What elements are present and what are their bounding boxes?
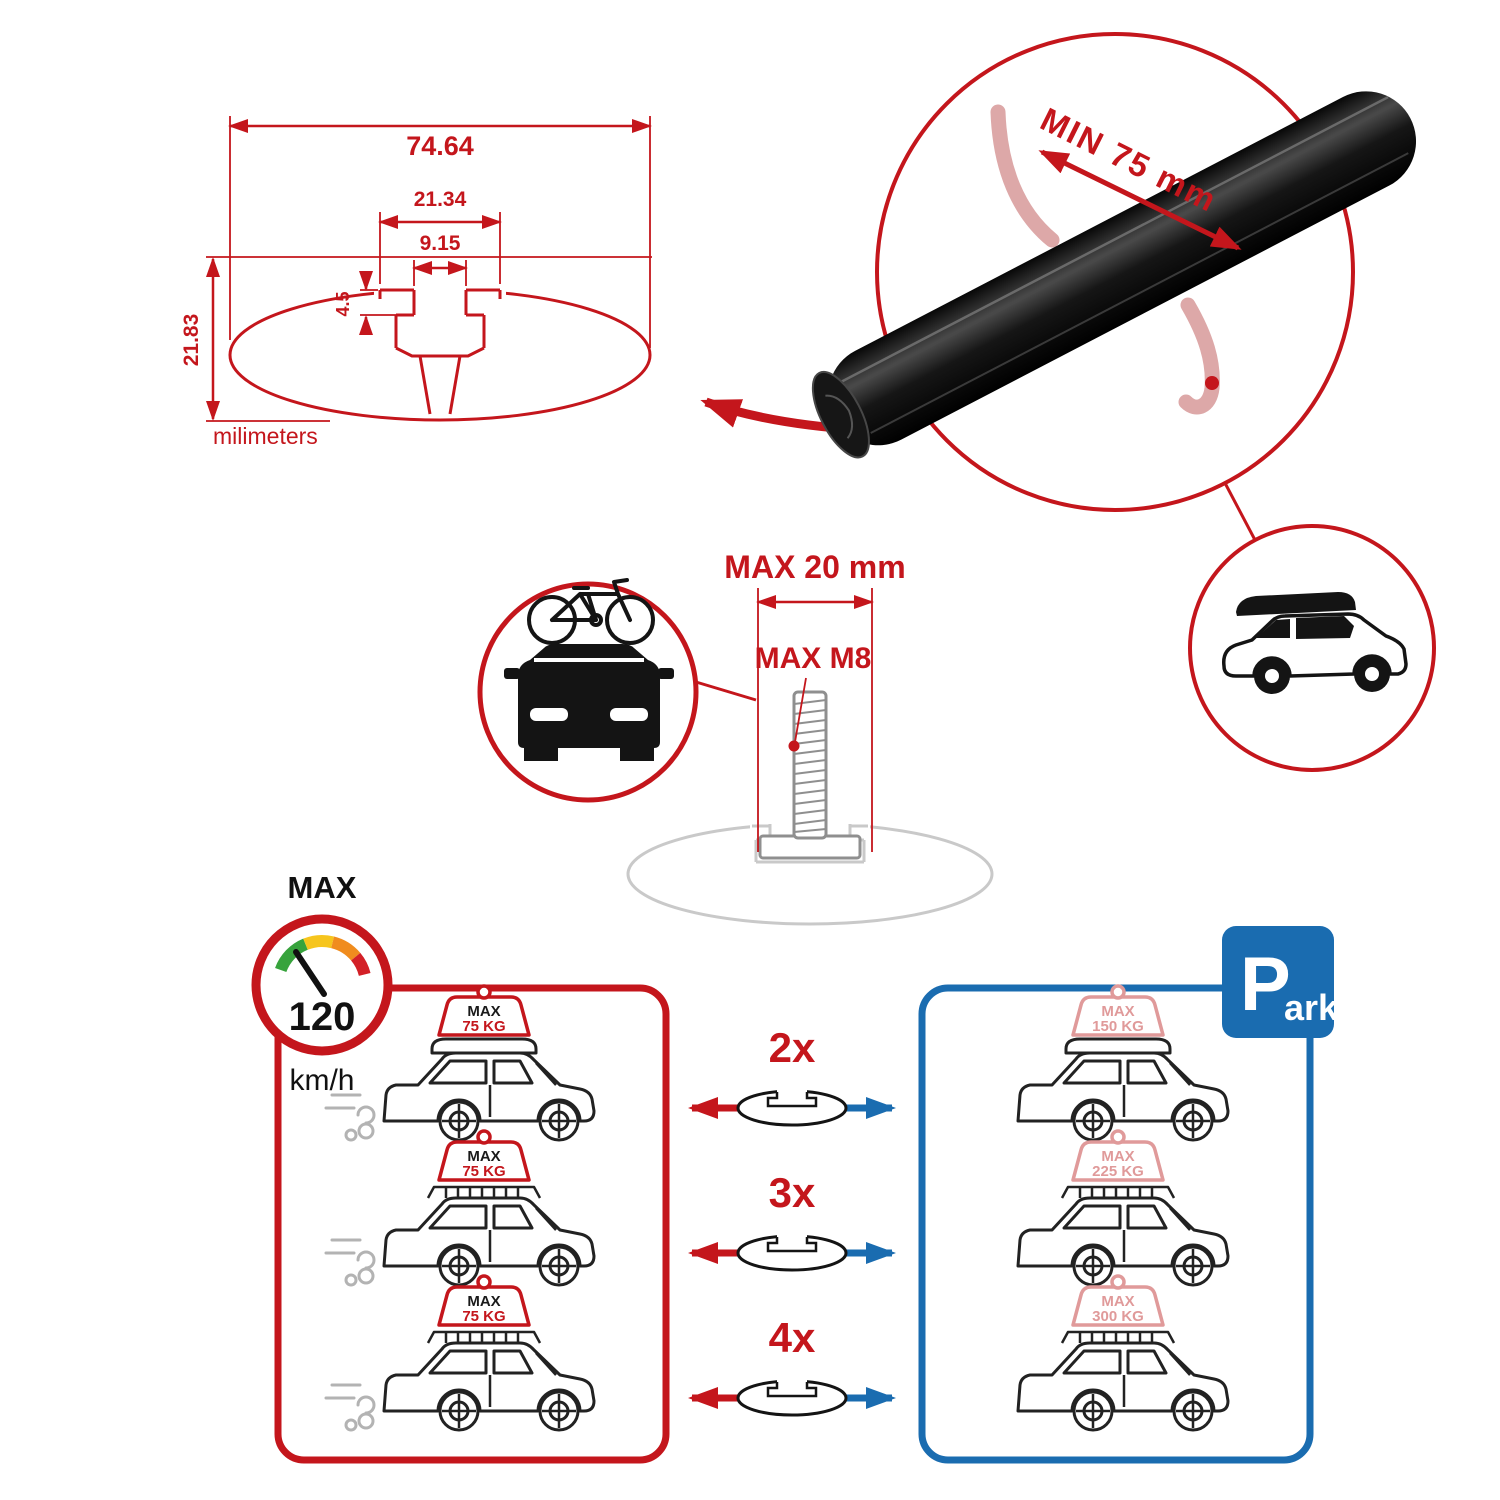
car-front-callout	[477, 578, 699, 803]
car-front-body	[518, 644, 660, 748]
crossbar-icon-slot	[766, 1382, 818, 1398]
crossbar-lowlight	[870, 152, 1409, 434]
load-tag-max: MAX	[1101, 1293, 1134, 1310]
car-wheel-left	[524, 748, 558, 761]
load-tag-max: MAX	[467, 1148, 500, 1165]
roof-box	[1236, 592, 1356, 616]
car-wheel-right	[620, 748, 654, 761]
load-tag-value: 75 KG	[462, 1308, 505, 1325]
load-tag: MAX 75 KG	[437, 984, 531, 1037]
speedometer-needle	[293, 949, 327, 997]
bolt-leader-line	[794, 677, 807, 743]
park-sign-box	[1222, 926, 1334, 1038]
load-tag-value: 150 KG	[1092, 1018, 1144, 1035]
crossbar-icon-slot	[766, 1237, 818, 1253]
crossbar-icon-slot	[766, 1092, 818, 1108]
bar-count-row-1: 2x	[688, 1024, 896, 1127]
bolt-spec-diagram: MAX 20 mm MAX M8	[626, 549, 994, 926]
parked-car-row-3: MAX 300 KG	[1016, 1274, 1230, 1432]
bar-count-row-3: 4x	[688, 1314, 896, 1417]
crossbar-icon-mask	[777, 1086, 807, 1094]
load-tag-value: 75 KG	[462, 1018, 505, 1035]
gauge-orange	[330, 936, 361, 961]
speed-value: 120	[289, 995, 356, 1039]
speed-limit-badge: MAX 120 km/h	[251, 870, 393, 1097]
crossbar-body	[828, 91, 1417, 446]
dim-total-width: 74.64	[406, 131, 474, 161]
driving-car-row-3: MAX 75 KG	[324, 1274, 596, 1432]
crossbar-icon-mask	[777, 1376, 807, 1384]
suv-hub-rear	[1365, 667, 1379, 681]
bar-count-row-2: 3x	[688, 1169, 896, 1272]
speed-units: km/h	[289, 1064, 354, 1097]
load-tag: MAX 150 KG	[1071, 984, 1165, 1037]
strap-end-dot	[1205, 376, 1219, 390]
load-tag-max: MAX	[1101, 1148, 1134, 1165]
car-headlight-right	[610, 708, 648, 721]
gauge-red	[350, 952, 371, 977]
profile-mask	[374, 272, 506, 296]
car-mirror-right	[658, 668, 674, 679]
min-clamp-arrow	[1038, 149, 1242, 251]
dim-total-height: 21.83	[180, 314, 203, 367]
dim-slot-width: 9.15	[420, 232, 461, 255]
bolt-max-width-label: MAX 20 mm	[724, 549, 905, 585]
driving-car-row-1: MAX 75 KG	[324, 984, 596, 1142]
suv-hub-front	[1265, 669, 1279, 683]
end-cap-channel	[825, 394, 854, 439]
crossbar-end-cap	[811, 370, 870, 459]
load-tag-value: 300 KG	[1092, 1308, 1144, 1325]
driving-car-row-2: MAX 75 KG	[324, 1129, 596, 1287]
load-tag-max: MAX	[467, 1003, 500, 1020]
load-tag: MAX 75 KG	[437, 1274, 531, 1327]
load-tag-value: 75 KG	[462, 1163, 505, 1180]
units-label: milimeters	[213, 423, 318, 449]
bar-count-label: 3x	[769, 1169, 816, 1216]
bolt-extension-lines	[757, 588, 873, 852]
t-slot-profile	[378, 288, 502, 415]
bolt-leader-dot	[788, 740, 800, 752]
bolt-max-thread-label: MAX M8	[755, 642, 872, 675]
park-rest: ark	[1284, 987, 1339, 1028]
crossbar-detail-callout: MIN 75 mm	[811, 32, 1417, 512]
bicycle-icon	[527, 578, 655, 645]
dim-lip-depth: 4.5	[333, 291, 353, 316]
park-letter: P	[1240, 942, 1291, 1027]
roof-box-rack	[1064, 1037, 1172, 1055]
speed-max-label: MAX	[288, 870, 357, 905]
load-tag-value: 225 KG	[1092, 1163, 1144, 1180]
load-tag: MAX 75 KG	[437, 1129, 531, 1182]
parked-car-row-1: MAX 150 KG	[1016, 984, 1230, 1142]
dim-channel-width: 21.34	[414, 188, 467, 211]
car-mirror-left	[504, 668, 520, 679]
bar-count-label: 2x	[769, 1024, 816, 1071]
suv-window-rear	[1296, 616, 1354, 639]
connector-line-bolt	[695, 680, 757, 702]
load-tag: MAX 225 KG	[1071, 1129, 1165, 1182]
bar-count-label: 4x	[769, 1314, 816, 1361]
roof-box-rack	[430, 1037, 538, 1055]
parked-car-row-2: MAX 225 KG	[1016, 1129, 1230, 1287]
suv-roofbox-callout	[1188, 524, 1436, 772]
suv-window-front	[1256, 619, 1290, 638]
car-headlight-left	[530, 708, 568, 721]
cross-section-drawing: 74.64 21.34 9.15 21.83 4.5 milimeters	[180, 116, 652, 449]
crossbar-icon-mask	[777, 1231, 807, 1239]
gauge-yellow	[303, 935, 335, 950]
park-sign: P ark	[1222, 926, 1339, 1038]
load-tag-max: MAX	[467, 1293, 500, 1310]
load-tag: MAX 300 KG	[1071, 1274, 1165, 1327]
bolt-threads	[793, 699, 827, 833]
connector-line-suv	[1223, 482, 1257, 541]
gauge-green	[275, 938, 309, 973]
load-tag-max: MAX	[1101, 1003, 1134, 1020]
extension-lines-total-width	[229, 116, 651, 348]
